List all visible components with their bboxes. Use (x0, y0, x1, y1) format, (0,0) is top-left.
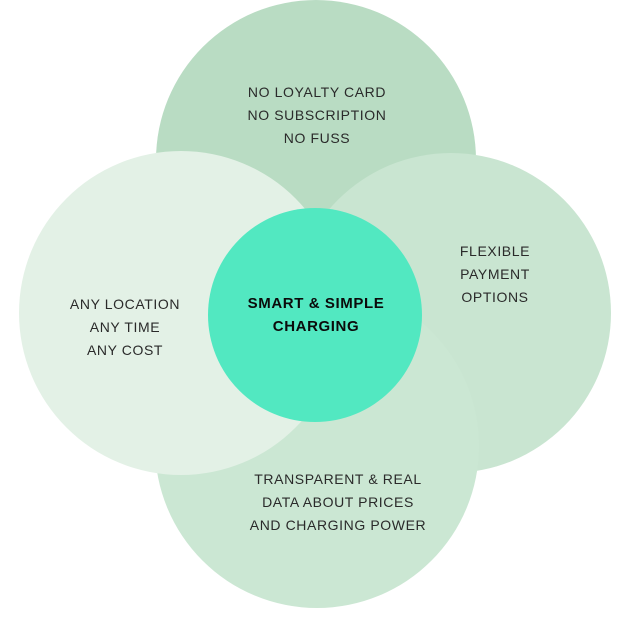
right-label-line-1: FLEXIBLE (459, 243, 531, 259)
bottom-label-line-1: TRANSPARENT & REAL (254, 471, 422, 487)
left-circle-label: ANY LOCATION ANY TIME ANY COST (40, 293, 210, 362)
top-circle-label: NO LOYALTY CARD NO SUBSCRIPTION NO FUSS (187, 81, 447, 150)
top-label-line-1: NO LOYALTY CARD (247, 84, 387, 100)
right-label-line-2: PAYMENT (460, 266, 530, 282)
left-label-line-3: ANY COST (86, 342, 164, 358)
top-label-line-3: NO FUSS (283, 130, 351, 146)
left-label-line-1: ANY LOCATION (69, 296, 181, 312)
bottom-circle-label: TRANSPARENT & REAL DATA ABOUT PRICES AND… (218, 468, 458, 537)
top-label-line-2: NO SUBSCRIPTION (247, 107, 387, 123)
right-label-line-3: OPTIONS (461, 289, 529, 305)
right-circle-label: FLEXIBLE PAYMENT OPTIONS (420, 240, 570, 309)
left-label-line-2: ANY TIME (89, 319, 161, 335)
center-circle-label: SMART & SIMPLE CHARGING (206, 292, 426, 338)
center-label-line-2: CHARGING (272, 318, 360, 335)
center-label-line-1: SMART & SIMPLE (247, 295, 385, 312)
center-circle (208, 208, 422, 422)
bottom-label-line-2: DATA ABOUT PRICES (262, 494, 414, 510)
bottom-label-line-3: AND CHARGING POWER (249, 517, 427, 533)
